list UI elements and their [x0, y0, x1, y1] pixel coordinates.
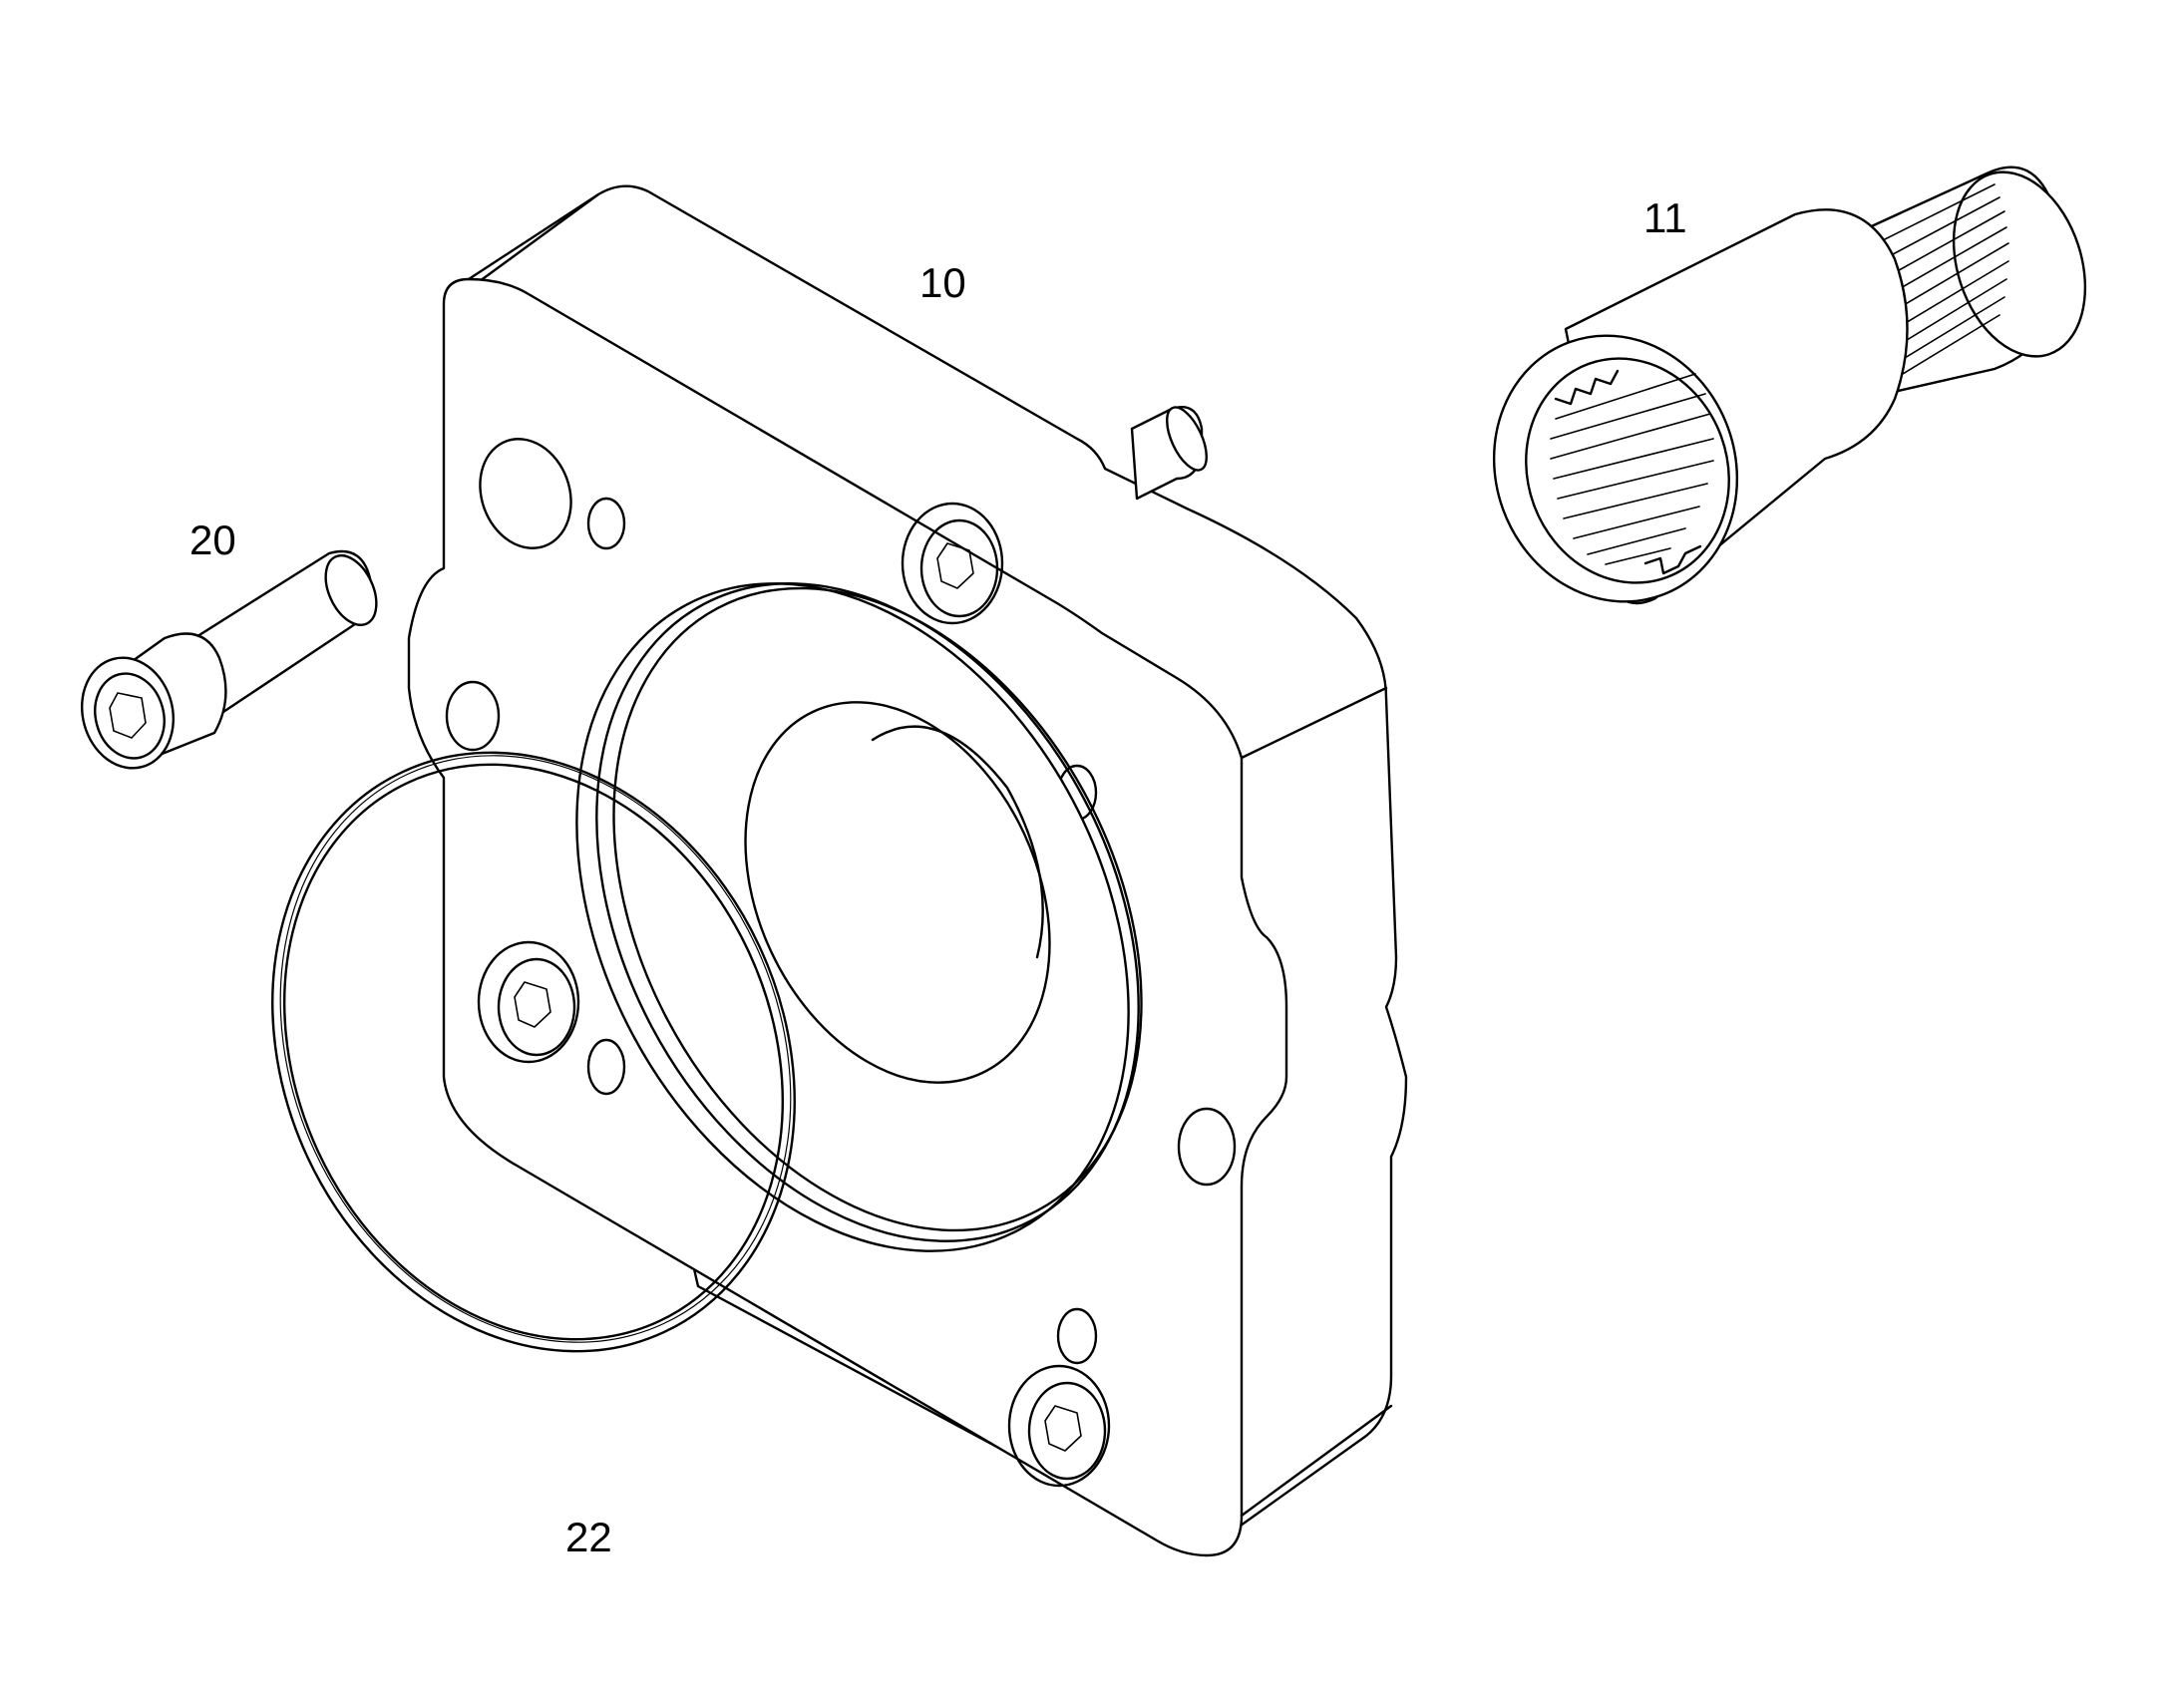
- flange-plate-icon: [407, 184, 1408, 1557]
- part-label-22: 22: [565, 1514, 612, 1560]
- o-ring-icon: [271, 751, 796, 1353]
- part-label-10: 10: [919, 259, 966, 306]
- screw-head-bottom-icon: [1007, 1364, 1111, 1488]
- part-label-11: 11: [1643, 194, 1687, 241]
- screw-head-left-icon: [477, 940, 580, 1064]
- socket-head-screw-icon: [80, 549, 378, 770]
- splined-coupling-icon: [1492, 166, 2087, 605]
- part-label-20: 20: [189, 516, 236, 563]
- screw-head-top-icon: [901, 502, 1004, 625]
